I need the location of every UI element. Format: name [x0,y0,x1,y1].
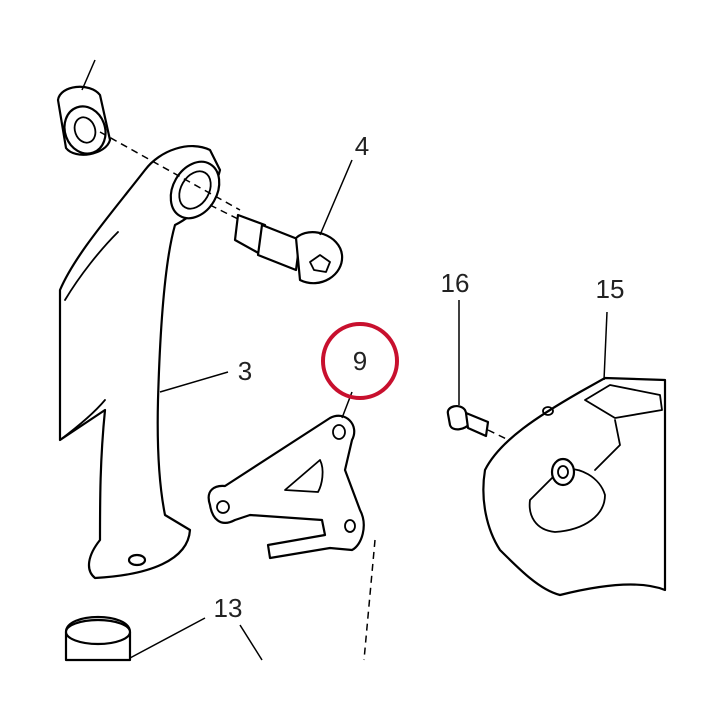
callout-4[interactable]: 4 [355,131,369,161]
part-16-screw[interactable] [446,404,490,438]
part-15-cover[interactable] [482,376,667,597]
callout-9[interactable]: 9 [353,346,367,376]
callout-16[interactable]: 16 [441,268,470,298]
callout-13[interactable]: 13 [214,593,243,623]
highlight-circle-9 [321,322,399,400]
axis-line-bushing [99,131,241,211]
part-9-bracket[interactable] [207,414,365,560]
part-13-bushing[interactable] [64,616,132,662]
leader-4 [319,159,353,236]
part-3-lever-arm[interactable] [58,145,229,580]
axis-line-bracket [363,539,376,661]
leader-13b [239,624,263,661]
callout-3[interactable]: 3 [238,356,252,386]
bushing[interactable] [56,59,112,159]
leader-13a [129,617,206,659]
part-4-bolt[interactable] [233,213,344,285]
leader-15 [603,311,608,381]
leader-3 [159,371,229,393]
callout-15[interactable]: 15 [596,274,625,304]
